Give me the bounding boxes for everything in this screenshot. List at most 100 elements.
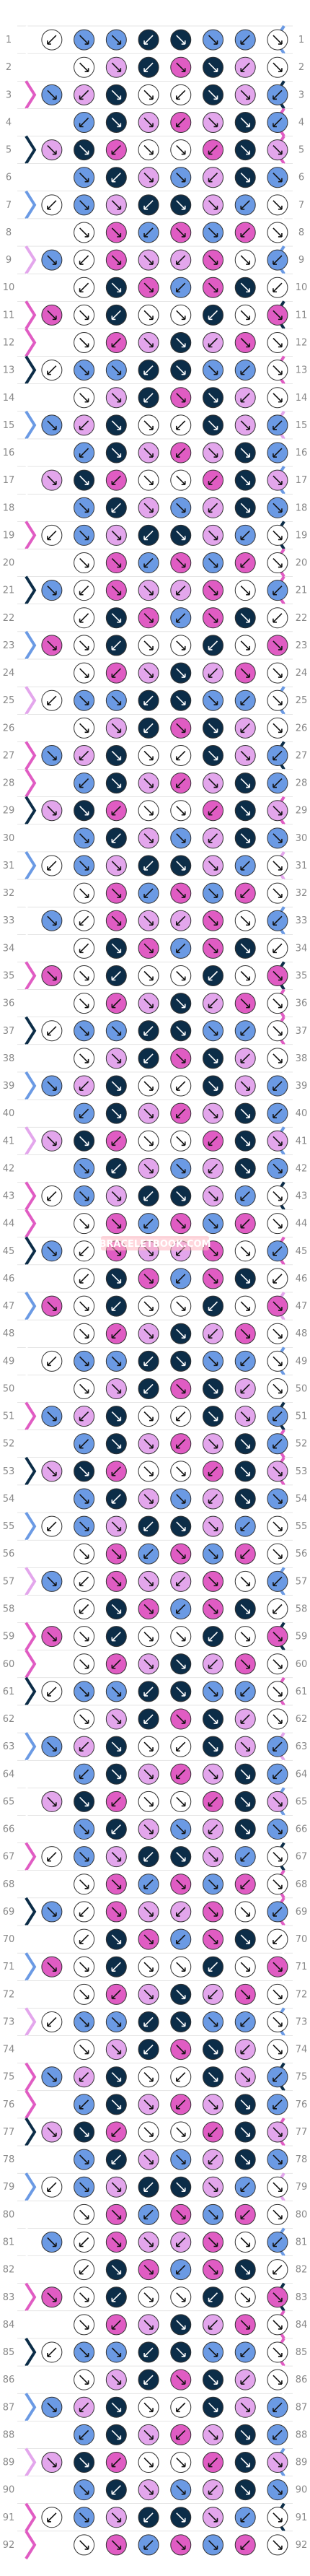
arrow-icon <box>111 1879 122 1889</box>
arrow-icon <box>143 1824 154 1835</box>
row-number-left: 64 <box>3 1769 15 1780</box>
knot <box>267 2066 288 2088</box>
arrow-icon <box>208 200 218 210</box>
arrow-icon <box>208 1328 218 1339</box>
arrow-icon <box>79 1136 89 1146</box>
knot <box>267 2176 288 2198</box>
knot <box>41 744 63 766</box>
arrow-icon <box>47 861 57 871</box>
arrow-icon <box>240 2402 251 2413</box>
knot <box>234 2066 256 2088</box>
knot <box>234 607 256 629</box>
knot <box>41 469 63 491</box>
knot <box>41 2341 63 2363</box>
arrow-icon <box>208 2375 218 2385</box>
row-number-left: 21 <box>3 586 15 596</box>
arrow-icon <box>143 2209 154 2220</box>
row-number-right: 85 <box>296 2347 308 2358</box>
arrow-icon <box>176 1356 186 1367</box>
arrow-icon <box>240 2237 251 2248</box>
knot <box>203 1874 223 1895</box>
arrow-icon <box>143 1879 154 1889</box>
row-number-right: 4 <box>298 117 304 128</box>
knot <box>138 1268 159 1289</box>
row-number-right: 6 <box>298 173 304 183</box>
row-number-left: 41 <box>3 1136 15 1146</box>
knot <box>138 360 159 381</box>
arrow-icon <box>47 695 57 705</box>
left-edge-segment <box>25 1952 37 1982</box>
arrow-icon <box>175 2429 186 2440</box>
arrow-icon <box>240 337 251 348</box>
knot <box>203 1708 223 1730</box>
arrow-icon <box>208 448 218 458</box>
knot <box>105 855 127 876</box>
arrow-icon <box>111 448 122 458</box>
arrow-icon <box>208 1081 218 1091</box>
knot <box>234 2424 256 2445</box>
arrow-icon <box>143 2402 154 2413</box>
arrow-icon <box>208 1714 218 1724</box>
knot <box>74 1736 95 1757</box>
arrow-icon <box>143 475 154 485</box>
knot <box>234 414 256 436</box>
knot <box>203 855 223 876</box>
left-edge-segment <box>25 135 37 165</box>
knot <box>234 1157 256 1179</box>
arrow-icon <box>176 1494 186 1504</box>
knot <box>234 1406 256 1427</box>
arrow-icon <box>111 695 122 705</box>
arrow-icon <box>208 1549 218 1559</box>
knot <box>203 167 223 188</box>
knot <box>105 84 127 105</box>
row-number-right: 45 <box>296 1246 308 1257</box>
arrow-icon <box>240 2457 251 2468</box>
arrow-icon <box>143 1769 154 1780</box>
knot <box>105 29 127 51</box>
row-number-left: 53 <box>3 1466 15 1477</box>
arrow-icon <box>240 1328 251 1339</box>
arrow-icon <box>143 1934 154 1944</box>
arrow-icon <box>176 1714 186 1724</box>
knot <box>267 1048 288 1069</box>
arrow-icon <box>79 2429 89 2440</box>
knot <box>203 993 223 1014</box>
arrow-icon <box>111 1026 122 1036</box>
arrow-icon <box>273 613 283 623</box>
knot <box>234 2314 256 2336</box>
knot <box>105 827 127 849</box>
row-number-right: 44 <box>296 1219 308 1230</box>
knot <box>170 1268 192 1289</box>
arrow-icon <box>273 2265 283 2275</box>
arrow-icon <box>240 1907 251 1917</box>
knot <box>234 1874 256 1895</box>
knot <box>267 1874 288 1895</box>
knot <box>74 277 95 298</box>
row-number-left: 72 <box>3 1989 15 2000</box>
arrow-icon <box>143 2237 154 2248</box>
knot <box>170 1406 192 1427</box>
arrow-icon <box>175 1576 186 1587</box>
knot <box>105 387 127 409</box>
row-number-right: 78 <box>296 2154 308 2165</box>
arrow-icon <box>79 806 89 816</box>
arrow-icon <box>240 365 250 375</box>
knot <box>74 937 95 959</box>
arrow-icon <box>208 1879 218 1889</box>
arrow-icon <box>143 173 154 183</box>
arrow-icon <box>273 2402 283 2413</box>
row-number-left: 81 <box>3 2237 15 2248</box>
arrow-icon <box>143 2154 154 2164</box>
knot <box>170 249 192 271</box>
row-number-left: 62 <box>3 1714 15 1725</box>
knot <box>41 965 63 986</box>
arrow-icon <box>240 62 250 72</box>
knot <box>105 1157 127 1179</box>
knot <box>138 469 159 491</box>
knot <box>74 1653 95 1675</box>
left-edge-segment <box>25 108 37 137</box>
knot <box>170 1819 192 1840</box>
knot <box>203 1157 223 1179</box>
knot <box>267 1598 288 1619</box>
